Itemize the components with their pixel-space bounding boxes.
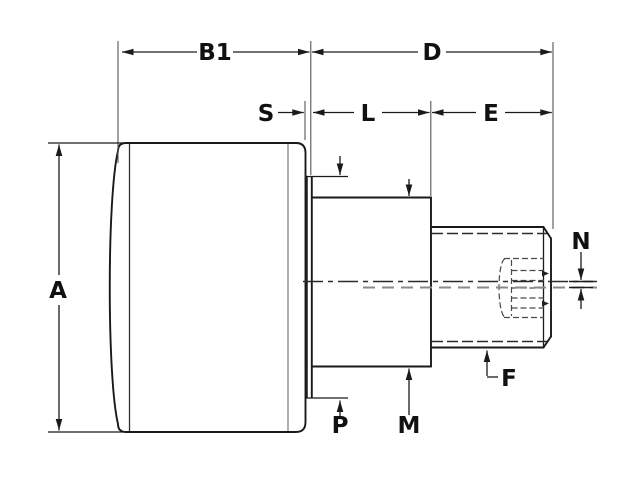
hex-socket-hidden-lines (498, 257, 549, 319)
dim-label-s: S (258, 101, 275, 127)
dimensions: B1 D S L E A (49, 40, 593, 439)
thread-outline (430, 226, 552, 349)
dim-s: S (258, 101, 304, 127)
dim-m: M (398, 179, 421, 439)
dim-l: L (313, 101, 430, 127)
dim-p: P (332, 156, 349, 439)
dim-f: F (483, 350, 517, 392)
dim-label-l: L (361, 101, 376, 127)
extension-lines (48, 41, 554, 433)
dim-label-e: E (483, 101, 499, 127)
dim-a: A (49, 144, 67, 431)
hex-socket-corner-mark-top (542, 270, 549, 277)
dim-label-b1: B1 (198, 40, 232, 66)
dim-label-a: A (49, 278, 67, 304)
flange-outline (305, 175, 348, 399)
stud-outline (310, 196, 432, 368)
hex-socket-corner-mark-bottom (542, 300, 549, 307)
dim-label-f: F (501, 366, 517, 392)
dim-label-m: M (398, 413, 421, 439)
thread-chamfer-bottom (542, 335, 552, 349)
dim-label-p: P (332, 413, 349, 439)
dim-label-n: N (571, 229, 590, 255)
thread-chamfer-top (542, 226, 552, 240)
part-geometry (108, 142, 597, 433)
dim-n: N (569, 229, 593, 309)
dim-d: D (312, 40, 552, 66)
dim-e: E (432, 101, 552, 127)
dim-label-d: D (422, 40, 441, 66)
roller-outline (108, 142, 307, 433)
dim-b1: B1 (122, 40, 310, 66)
